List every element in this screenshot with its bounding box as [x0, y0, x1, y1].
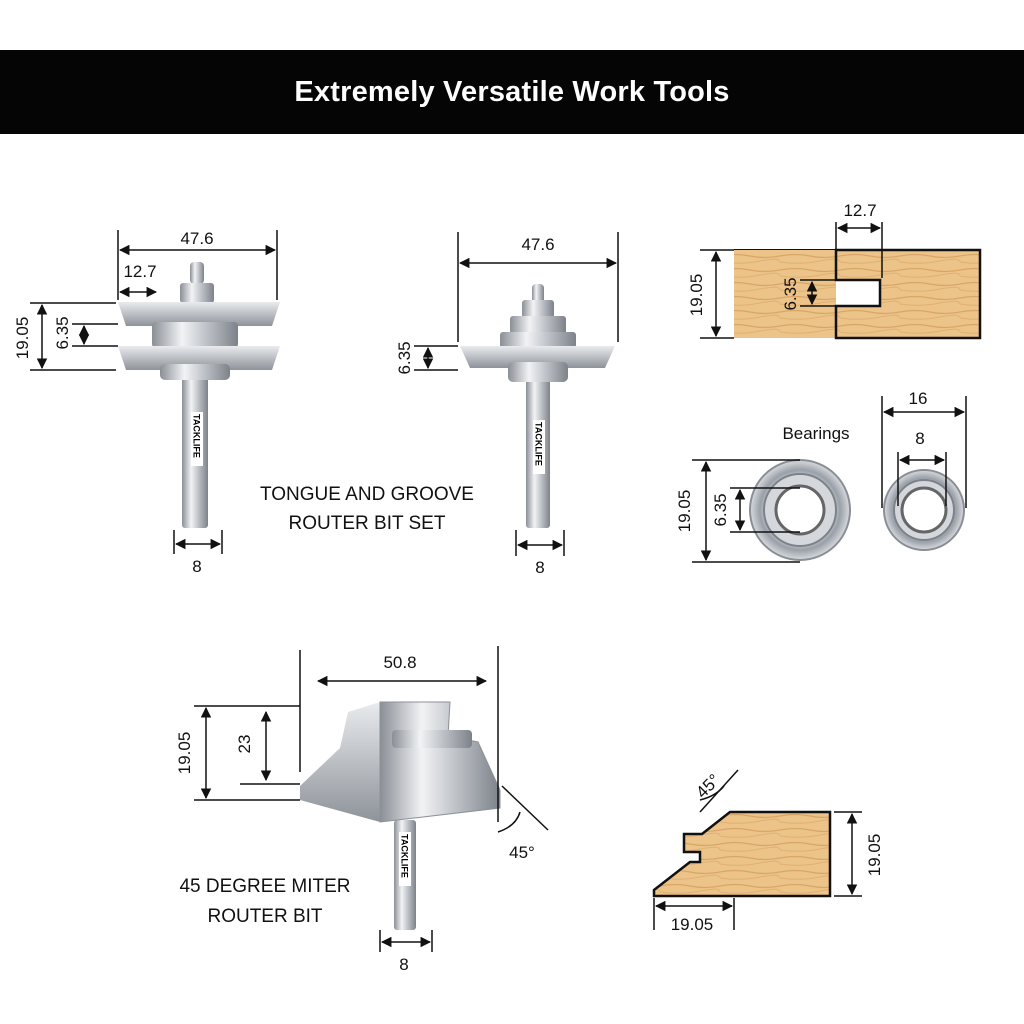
bearing-inner-dim: 6.35: [711, 493, 730, 526]
bit1-top-nut: [190, 262, 204, 284]
miter-angle-dim: 45°: [509, 843, 535, 862]
bit2-cutter-dim: 6.35: [395, 341, 414, 374]
bit2-dimensions: 47.6 6.35 8: [395, 232, 619, 577]
bit1-height-dim: 19.05: [13, 317, 32, 360]
miter-profile-angle-dim: 45°: [692, 770, 724, 802]
miter-brand-label: TACKLIFE: [399, 832, 411, 886]
bit2-cutter: [460, 346, 615, 368]
svg-text:TACKLIFE: TACKLIFE: [534, 422, 544, 466]
bearing-outer2-dim: 16: [909, 389, 928, 408]
miter-caption-1: 45 DEGREE MITER: [179, 876, 350, 897]
miter-shank-dim: 8: [399, 955, 408, 974]
bit1-bearing: [180, 283, 214, 303]
miter-cutter: [300, 702, 380, 822]
page-title: Extremely Versatile Work Tools: [294, 75, 730, 108]
bit2-shank-dim: 8: [535, 558, 544, 577]
miter-cut-dim: 23: [235, 735, 254, 754]
bit1-upper-cutter: [118, 302, 280, 326]
groove-profile: [734, 248, 982, 340]
bit1-overall-dim: 47.6: [180, 229, 213, 248]
miter-router-bit: TACKLIFE: [300, 701, 501, 930]
bearing-small: [883, 469, 965, 551]
tongue-groove-caption-2: ROUTER BIT SET: [289, 513, 446, 534]
bit1-lower-cutter: [118, 346, 280, 370]
router-bit-2: TACKLIFE: [460, 284, 615, 528]
bit1-cutter-dim: 12.7: [123, 262, 156, 281]
miter-profile-width-dim: 19.05: [671, 915, 714, 934]
bit2-top-nut: [532, 284, 544, 304]
bit2-overall-dim: 47.6: [521, 235, 554, 254]
bit1-dimensions: 47.6 12.7 19.05 6.35 8: [13, 229, 278, 576]
bearings-label: Bearings: [782, 424, 849, 443]
miter-overall-dim: 50.8: [383, 653, 416, 672]
miter-dimensions: 50.8 19.05 23 45° 8: [175, 646, 549, 974]
bearing-outer-dim: 19.05: [675, 490, 694, 533]
bearing-dimensions: 19.05 6.35 16 8: [675, 389, 967, 563]
svg-text:TACKLIFE: TACKLIFE: [400, 834, 410, 878]
bearing-inner2-dim: 8: [915, 429, 924, 448]
bit1-body: [152, 322, 238, 348]
groove-height-dim: 19.05: [687, 274, 706, 317]
svg-text:TACKLIFE: TACKLIFE: [192, 414, 202, 458]
groove-profile-dimensions: 12.7 19.05 6.35: [687, 201, 883, 339]
bit2-brand-label: TACKLIFE: [533, 420, 545, 474]
bit1-shank-dim: 8: [192, 557, 201, 576]
miter-profile: [652, 810, 832, 898]
miter-height-dim: 19.05: [175, 732, 194, 775]
miter-caption-2: ROUTER BIT: [207, 906, 322, 927]
groove-width-dim: 12.7: [843, 201, 876, 220]
router-bit-1: TACKLIFE: [118, 262, 280, 528]
tongue-groove-caption-1: TONGUE AND GROOVE: [260, 484, 474, 505]
bit1-gap-dim: 6.35: [53, 316, 72, 349]
groove-depth-dim: 6.35: [781, 277, 800, 310]
bit1-brand-label: TACKLIFE: [191, 412, 203, 466]
bearing-large: [749, 459, 851, 561]
header-banner: Extremely Versatile Work Tools: [0, 50, 1024, 134]
miter-profile-height-dim: 19.05: [865, 834, 884, 877]
